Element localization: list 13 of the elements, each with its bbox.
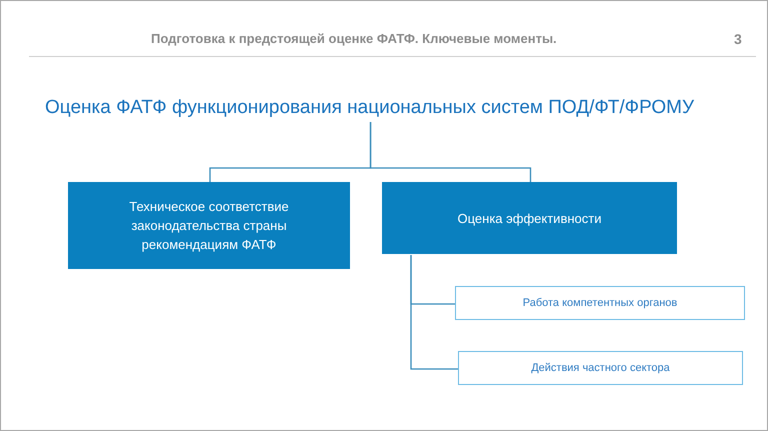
- outlined-box: [458, 351, 743, 385]
- connector-line: [410, 255, 459, 370]
- box-label: Оценка эффективности: [458, 210, 602, 228]
- process-box: [382, 182, 677, 254]
- process-box: [68, 182, 350, 269]
- page-number: 3: [734, 30, 742, 48]
- connector-line: [370, 122, 532, 183]
- box-label: Техническое соответствие законодательства страны рекомендациям ФАТФ: [128, 198, 290, 254]
- box-label: Действия частного сектора: [531, 360, 670, 376]
- box-label: Работа компетентных органов: [522, 296, 678, 310]
- heading-text: Оценка ФАТФ функционирования национальных систем ПОД/ФТ/ФРОМУ: [45, 95, 694, 121]
- header-title: Подготовка к предстоящей оценке ФАТФ. Ключевые моменты.: [151, 30, 557, 48]
- outlined-box: [455, 286, 745, 320]
